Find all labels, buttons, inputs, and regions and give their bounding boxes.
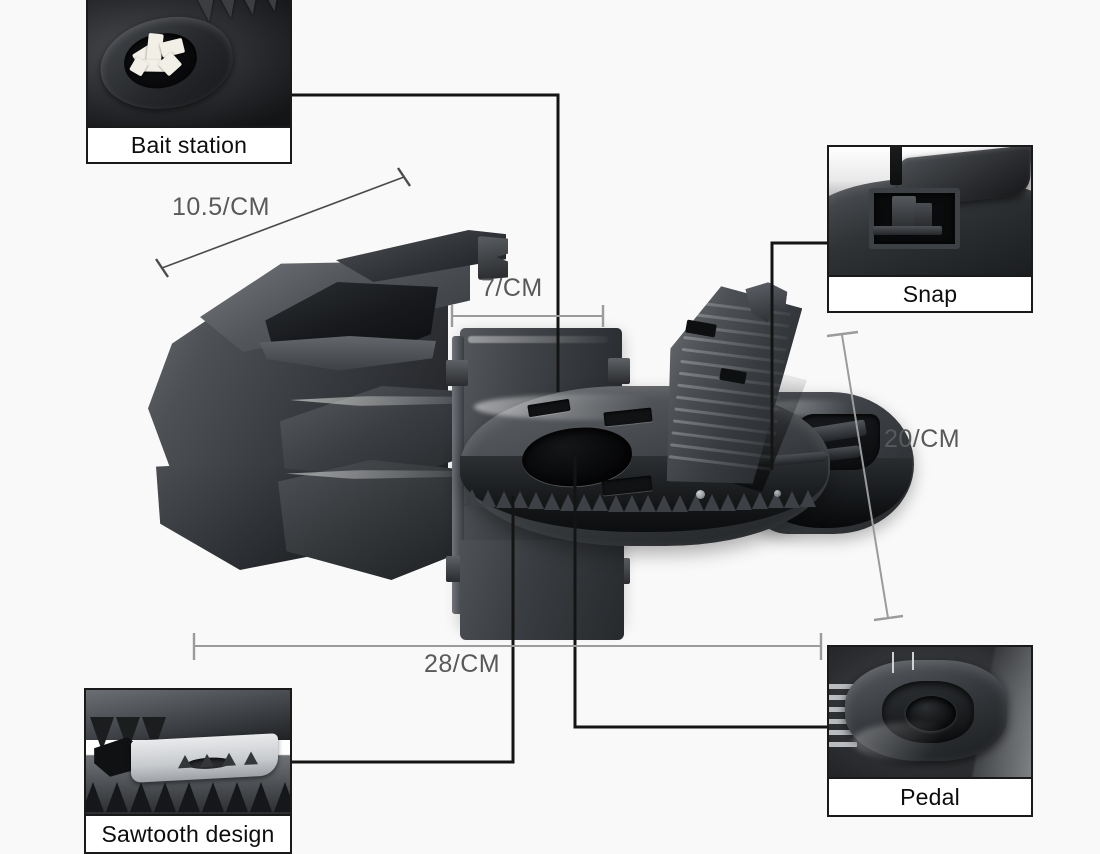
- snap-photo-hook-secondary: [913, 203, 932, 235]
- pedal-photo: [829, 647, 1031, 779]
- pedal-photo-post: [905, 696, 957, 732]
- dimension-20cm: [826, 330, 904, 622]
- bait-station-photo: [88, 0, 290, 128]
- pedal-photo-tick: [911, 652, 914, 671]
- connector-sawtooth: [292, 496, 515, 764]
- sawtooth-photo-blade-notches: [177, 751, 258, 769]
- callout-label-snap: Snap: [829, 277, 1031, 311]
- dimension-label-depth: 10.5/CM: [172, 193, 270, 221]
- callout-label-bait-station: Bait station: [88, 128, 290, 162]
- pivot-rivet: [774, 490, 781, 497]
- sawtooth-photo-lower-teeth: [86, 769, 290, 812]
- pedal-photo-sheen: [853, 722, 971, 762]
- dimension-7cm: [450, 305, 605, 327]
- connector-bait-station: [292, 93, 560, 392]
- snap-photo: [829, 147, 1031, 277]
- dimension-label-width: 7/CM: [481, 274, 543, 302]
- plate-tab: [608, 358, 630, 384]
- dimension-28cm: [192, 633, 823, 660]
- snap-photo-bar: [873, 226, 943, 236]
- sawtooth-photo: [86, 690, 290, 816]
- callout-bait-station[interactable]: Bait station: [86, 0, 292, 164]
- bait-pellets: [123, 25, 199, 90]
- dimension-label-length: 28/CM: [424, 650, 501, 678]
- callout-label-sawtooth-design: Sawtooth design: [86, 816, 290, 852]
- trap-base-sheen: [474, 394, 704, 420]
- pedal-photo-ridges: [829, 681, 858, 754]
- callout-pedal[interactable]: Pedal: [827, 645, 1033, 817]
- hood-shelf-highlight: [290, 396, 486, 406]
- plate-tab: [446, 360, 468, 386]
- snap-photo-post: [889, 147, 902, 186]
- front-plate: [460, 540, 624, 640]
- back-plate-highlight: [468, 336, 608, 343]
- product-photo: [130, 160, 914, 650]
- connector-snap: [770, 241, 827, 470]
- dimension-10_5cm: [155, 167, 411, 278]
- connector-pedal: [573, 456, 827, 729]
- pedal-photo-tick: [891, 652, 894, 673]
- hood-foot-highlight: [286, 470, 476, 479]
- pivot-rivet: [696, 490, 705, 499]
- callout-label-pedal: Pedal: [829, 779, 1031, 815]
- dimension-label-height: 20/CM: [884, 425, 961, 453]
- sawtooth-rim: [464, 478, 816, 512]
- callout-snap[interactable]: Snap: [827, 145, 1033, 313]
- callout-sawtooth-design[interactable]: Sawtooth design: [84, 688, 292, 854]
